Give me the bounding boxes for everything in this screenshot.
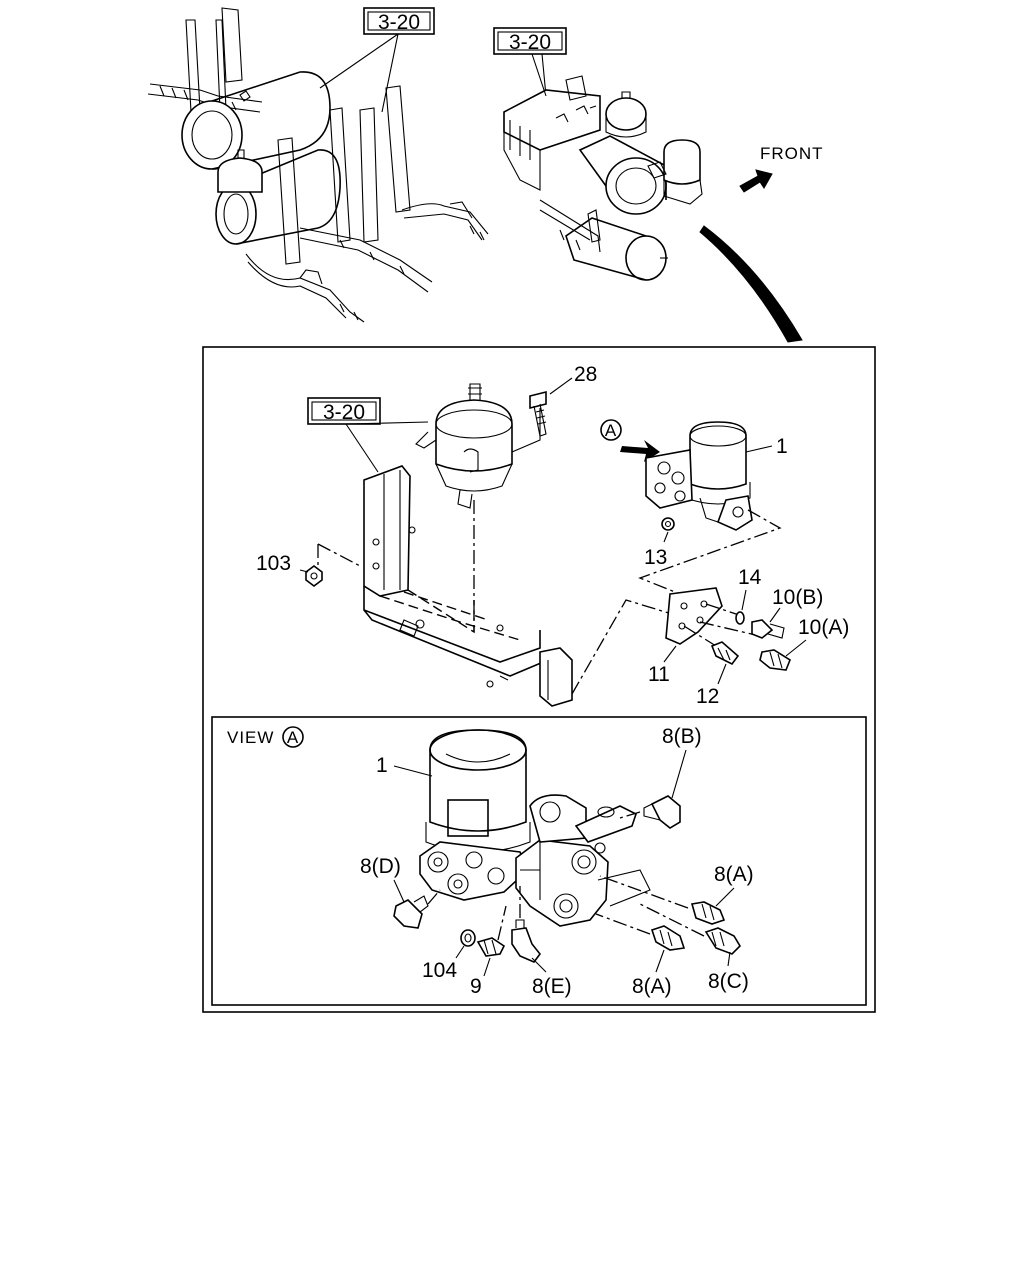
callout-1-view: 1: [376, 754, 388, 777]
washer-13: 13: [644, 517, 675, 569]
callout-8e: 8(E): [532, 975, 572, 998]
bracket-11: 11: [648, 587, 761, 686]
mounting-bracket: [363, 465, 573, 707]
air-dryer-view-a: 1: [376, 729, 531, 901]
front-direction-indicator: FRONT: [739, 144, 824, 193]
fitting-8a-lower: 8(A): [595, 913, 686, 998]
alignment-line: [571, 599, 673, 695]
callout-8a-upper: 8(A): [714, 863, 754, 886]
fitting-8e: 8(E): [511, 886, 572, 998]
callout-10b: 10(B): [772, 586, 823, 609]
air-tank-canister: [415, 383, 541, 632]
reference-box-detail: 3-20: [307, 397, 429, 473]
reference-box-top-right: 3-20: [493, 27, 567, 55]
callout-104: 104: [422, 959, 457, 982]
front-label: FRONT: [760, 144, 824, 163]
bolt-28: 28: [529, 363, 597, 437]
callout-11: 11: [648, 663, 670, 686]
fitting-8c: 8(C): [639, 903, 749, 993]
callout-1: 1: [776, 435, 788, 458]
callout-28: 28: [574, 363, 597, 386]
bolt-12: 12: [696, 641, 740, 708]
alignment-line: [638, 509, 782, 595]
chassis-overview-left: [147, 7, 489, 323]
callout-10a: 10(A): [798, 616, 849, 639]
view-a-frame: [211, 716, 867, 1006]
callout-12: 12: [696, 685, 719, 708]
reference-label: 3-20: [323, 401, 365, 424]
front-arrow-icon: [739, 169, 773, 193]
fitting-8a-upper: 8(A): [599, 863, 754, 925]
view-a-title: VIEW A: [227, 726, 304, 748]
air-dryer-assembly: A 1: [600, 419, 788, 531]
bolt-10b: 10(B): [751, 586, 823, 639]
callout-8b: 8(B): [662, 725, 702, 748]
fitting-8b: 8(B): [619, 725, 702, 829]
reference-box-top-left: 3-20: [363, 7, 435, 35]
nut-103: 103: [256, 543, 361, 587]
view-marker-a: A: [605, 421, 617, 440]
callout-14: 14: [738, 566, 762, 589]
washer-104: 104: [422, 929, 476, 982]
callout-9: 9: [470, 975, 482, 998]
detail-frame: [202, 346, 876, 1013]
view-title: VIEW: [227, 728, 274, 747]
washer-14: 14: [735, 566, 762, 625]
callout-13: 13: [644, 546, 667, 569]
callout-8c: 8(C): [708, 970, 749, 993]
fitting-8d: 8(D): [360, 855, 441, 929]
reference-label: 3-20: [509, 31, 551, 54]
callout-8a-lower: 8(A): [632, 975, 672, 998]
fitting-9: 9: [470, 905, 507, 998]
callout-8d: 8(D): [360, 855, 401, 878]
module-overview-right: [503, 53, 703, 281]
valve-block: [515, 794, 651, 927]
reference-label: 3-20: [378, 11, 420, 34]
bolt-10a: 10(A): [759, 616, 849, 671]
view-marker-a: A: [287, 728, 299, 747]
callout-103: 103: [256, 552, 291, 575]
detail-pointer-arrow-icon: [699, 225, 803, 343]
